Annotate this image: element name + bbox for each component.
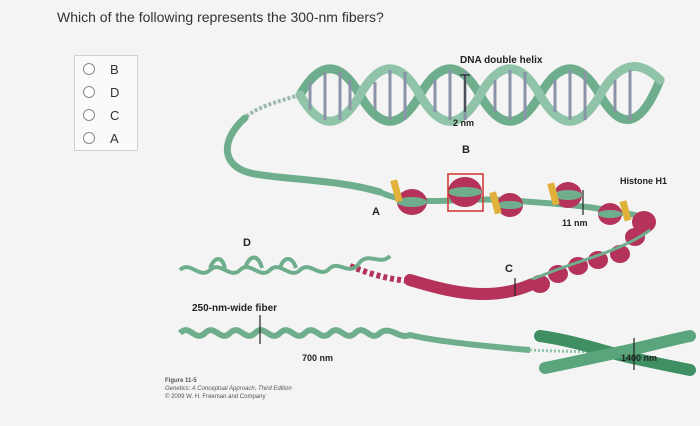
option-label-a: A [110,130,119,146]
option-a[interactable]: A [83,129,119,147]
fourteen-hundred-nm-label: 1400 nm [621,353,657,363]
radio-button-b[interactable] [83,63,95,75]
option-label-c: C [110,107,120,123]
option-label-d: D [110,84,120,100]
marker-a: A [372,206,380,218]
two-nm-scale-bar [460,74,470,112]
metaphase-chromosome [534,330,696,376]
radio-button-c[interactable] [83,109,95,121]
nucleosome-chain [378,177,656,233]
option-c[interactable]: C [83,106,119,124]
marker-c: C [505,263,513,275]
caption-book-title: Genetics: A Conceptual Approach, Third E… [165,386,292,392]
option-label-b: B [110,61,119,77]
question-text: Which of the following represents the 30… [57,9,384,25]
looped-fiber-250nm [178,254,392,275]
option-b[interactable]: B [83,60,119,78]
caption-figure-number: Figure 11-5 [165,378,197,384]
dna-double-helix-label: DNA double helix [460,55,543,66]
fiber-250nm-label: 250-nm-wide fiber [192,303,277,314]
answer-options: B D C A [74,55,138,151]
radio-button-a[interactable] [83,132,95,144]
caption-copyright: © 2009 W. H. Freeman and Company [165,393,265,400]
eleven-nm-label: 11 nm [562,218,588,228]
chromatin-figure: DNA double helix 2 nm B A 11 nm Histone … [165,55,696,400]
marker-b: B [462,144,470,156]
option-d[interactable]: D [83,83,119,101]
seven-hundred-nm-label: 700 nm [302,353,333,363]
marker-d: D [243,237,251,249]
histone-h1-label: Histone H1 [620,176,667,186]
linker-dna-strand [224,114,384,196]
dna-double-helix [243,62,665,126]
solenoid-coil [348,228,651,300]
two-nm-label: 2 nm [453,118,474,128]
highlight-box [447,173,484,212]
radio-button-d[interactable] [83,86,95,98]
